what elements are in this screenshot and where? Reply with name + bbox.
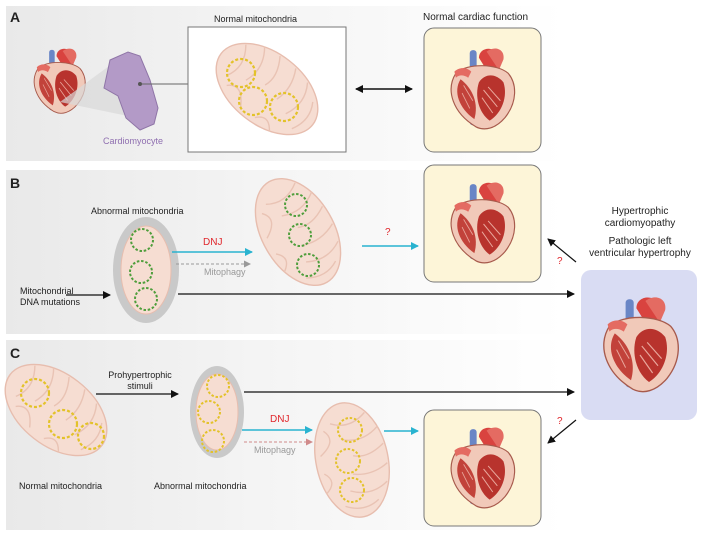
panel-a-letter: A [10,9,21,25]
cardiomyocyte-label: Cardiomyocyte [103,136,164,146]
abnormal-mito-label-b: Abnormal mitochondria [91,206,184,216]
abnormal-mito-label-c: Abnormal mitochondria [154,481,247,491]
abnormal-mito-c [190,366,244,458]
outcome-line4: ventricular hypertrophy [589,248,691,259]
abnormal-mito-b [113,217,179,323]
mitophagy-label-b: Mitophagy [204,267,246,277]
treated-mito-b [237,163,359,301]
question-mark-b: ? [385,227,391,238]
outcome-line3: Pathologic left [608,236,672,247]
outcome-line2: cardiomyopathy [604,218,676,229]
question-mark-upper: ? [557,256,563,267]
question-mark-lower: ? [557,416,563,427]
mitophagy-label-c: Mitophagy [254,445,296,455]
outcome-line1: Hypertrophic [611,206,669,217]
treated-mito-c [304,395,400,525]
normal-mito-a [198,24,336,154]
dnj-label-c: DNJ [270,414,290,425]
mutations-label-line2: DNA mutations [20,297,81,307]
normal-mito-label-c: Normal mitochondria [19,481,103,491]
arrow-to-heart-b [547,238,577,263]
mutations-label-line1: Mitochondrial [20,286,74,296]
panel-c-letter: C [10,345,21,361]
stimuli-label-line2: stimuli [127,381,153,391]
stimuli-label-line1: Prohypertrophic [108,370,172,380]
normal-mito-label-a: Normal mitochondria [214,14,298,24]
cardiomyocyte-cell [103,51,159,131]
normal-mito-c [0,345,125,475]
normal-function-label: Normal cardiac function [423,12,529,23]
arrow-to-heart-c [547,419,577,444]
dnj-label-b: DNJ [203,237,223,248]
panel-b-letter: B [10,175,21,191]
